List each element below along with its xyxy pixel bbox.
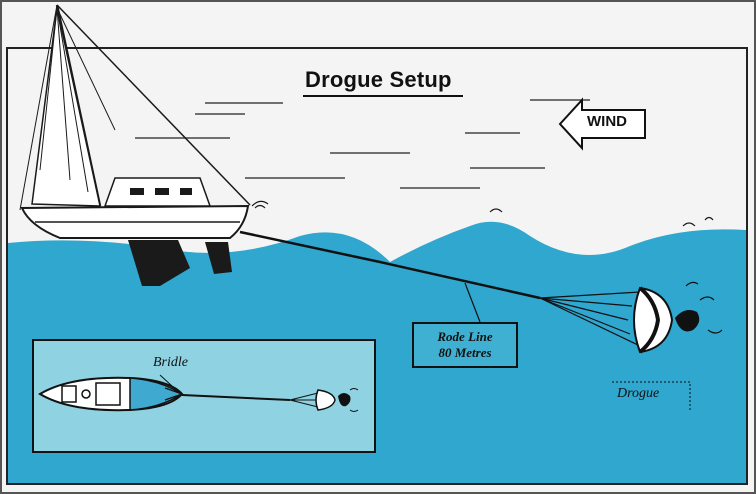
drogue-label: Drogue bbox=[617, 386, 660, 401]
keel bbox=[128, 240, 190, 286]
wind-arrow bbox=[558, 97, 646, 151]
bridle-label: Bridle bbox=[153, 355, 188, 370]
rode-line-label-box: Rode Line 80 Metres bbox=[412, 322, 518, 368]
inset-top-view bbox=[32, 339, 376, 453]
wind-label: WIND bbox=[587, 113, 627, 130]
rudder bbox=[205, 242, 232, 274]
mainsail bbox=[31, 7, 101, 207]
rode-line-label: Rode Line bbox=[437, 329, 493, 344]
title-underline bbox=[303, 95, 463, 97]
wind-streaks bbox=[135, 99, 590, 189]
drogue bbox=[539, 281, 723, 410]
inner-border bbox=[6, 47, 748, 485]
rode-line bbox=[239, 230, 541, 300]
wave-sprays bbox=[254, 204, 714, 227]
diagram-title: Drogue Setup bbox=[305, 67, 452, 92]
sailboat bbox=[19, 4, 269, 286]
rode-length-label: 80 Metres bbox=[438, 345, 492, 360]
